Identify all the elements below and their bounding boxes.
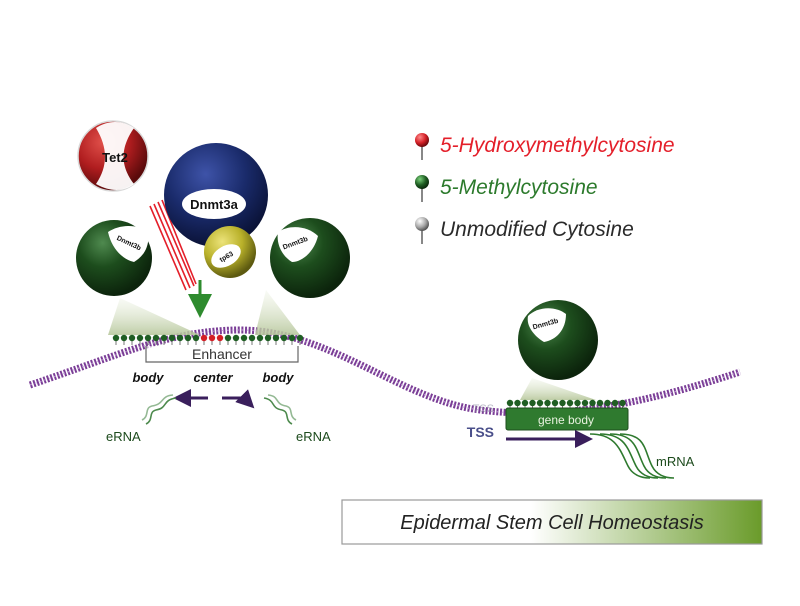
- erna-left-label: eRNA: [106, 429, 141, 444]
- legend-hmc-label: 5-Hydroxymethylcytosine: [440, 134, 675, 157]
- tet2-label: Tet2: [102, 150, 128, 165]
- hydroxymethyl-pin: [216, 334, 224, 345]
- erna-right-squiggle: [263, 394, 297, 425]
- methyl-pin: [240, 334, 248, 345]
- methyl-pin: [128, 334, 136, 345]
- methyl-pin: [160, 334, 168, 345]
- tp63-protein: tp63: [204, 226, 256, 278]
- mrna-strands: [589, 433, 675, 479]
- methyl-pin: [224, 334, 232, 345]
- methyl-pin: [296, 334, 304, 345]
- hydroxymethylcytosine-pin-icon: [415, 133, 429, 160]
- methyl-pin: [184, 334, 192, 345]
- gene-body-label: gene body: [538, 413, 594, 427]
- gene-body-box: [505, 407, 629, 431]
- methyl-pin: [112, 334, 120, 345]
- erna-left-squiggle: [141, 394, 177, 425]
- dnmt3b-left-protein: Dnmt3b: [76, 220, 152, 296]
- enhancer-left-body-label: body: [132, 370, 164, 385]
- methyl-pin: [272, 334, 280, 345]
- methylcytosine-pin-icon: [415, 175, 429, 202]
- enhancer-label: Enhancer: [192, 346, 252, 362]
- enhancer-right-body-label: body: [262, 370, 294, 385]
- enhancer-pin-row: [112, 334, 304, 345]
- methyl-pin: [144, 334, 152, 345]
- gene-pin-row: [506, 399, 626, 410]
- cone-shadow-left: [108, 298, 200, 335]
- tss-top-label: TSS: [473, 403, 494, 415]
- dnmt3a-label: Dnmt3a: [190, 197, 238, 212]
- methyl-pin: [232, 334, 240, 345]
- methyl-pin: [136, 334, 144, 345]
- methyl-pin: [152, 334, 160, 345]
- methyl-pin: [288, 334, 296, 345]
- unmodified-cytosine-pin-icon: [415, 217, 429, 244]
- hydroxymethyl-pin: [208, 334, 216, 345]
- legend-mc-label: 5-Methylcytosine: [440, 176, 598, 199]
- methyl-pin: [168, 334, 176, 345]
- banner-label: Epidermal Stem Cell Homeostasis: [400, 512, 703, 534]
- enhancer-center-label: center: [193, 370, 233, 385]
- methyl-pin: [264, 334, 272, 345]
- dnmt3b-mid-protein: Dnmt3b: [270, 218, 350, 298]
- enhancer-right-arrow: [222, 389, 255, 409]
- cone-shadow-gene: [520, 378, 596, 400]
- methyl-pin: [176, 334, 184, 345]
- legend-uc-label: Unmodified Cytosine: [440, 218, 634, 241]
- methyl-pin: [120, 334, 128, 345]
- hydroxymethyl-pin: [200, 334, 208, 345]
- banner: Epidermal Stem Cell Homeostasis: [341, 499, 763, 545]
- cone-shadow-right: [255, 290, 300, 335]
- legend: 5-Hydroxymethylcytosine 5-Methylcytosine…: [415, 133, 675, 244]
- methyl-pin: [192, 334, 200, 345]
- tet2-protein: Tet2: [77, 120, 149, 192]
- enhancer-bracket: [145, 346, 299, 363]
- erna-right-label: eRNA: [296, 429, 331, 444]
- mrna-label: mRNA: [656, 454, 695, 469]
- dnmt3b-gene-protein: Dnmt3b: [518, 300, 598, 380]
- tss-label: TSS: [467, 424, 494, 440]
- methyl-pin: [248, 334, 256, 345]
- dnmt3a-protein: Dnmt3a: [164, 143, 268, 247]
- methyl-pin: [280, 334, 288, 345]
- methyl-pin: [256, 334, 264, 345]
